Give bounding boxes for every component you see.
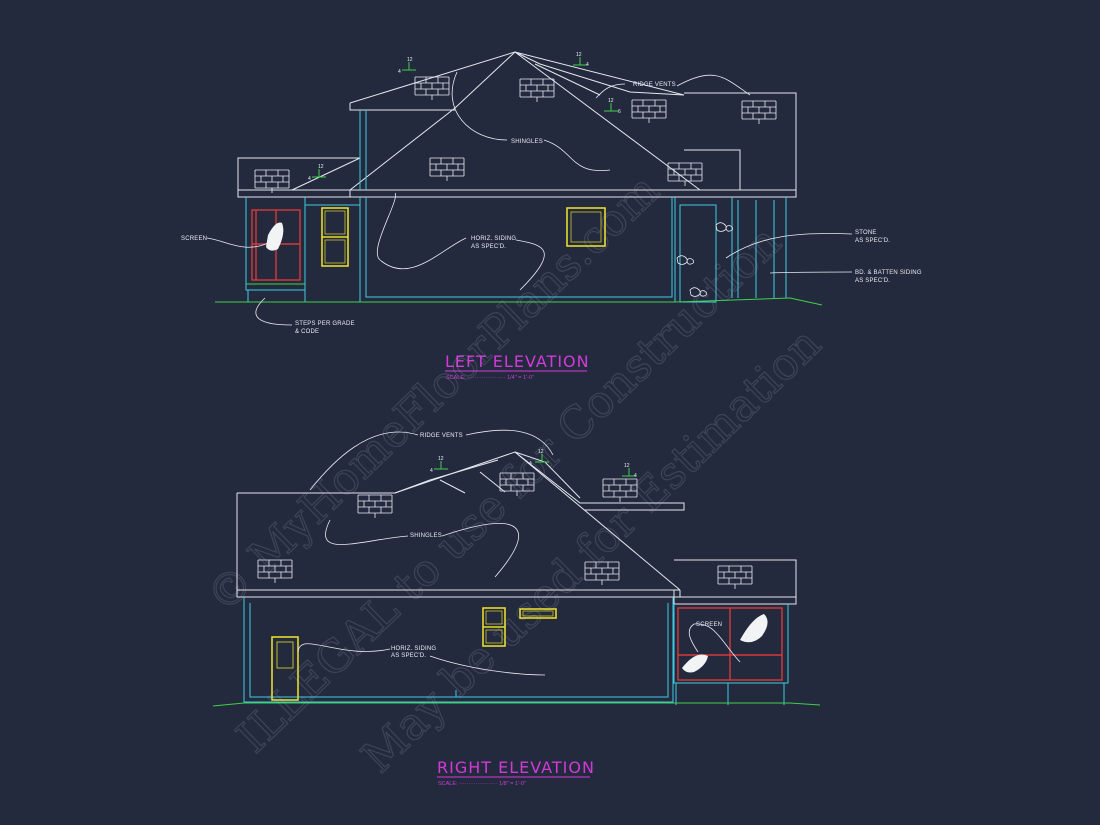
svg-text:12: 12: [407, 57, 413, 63]
right-elevation: 12 4 12 4 12 4 RIDGE VENTS SHINGLES SCRE…: [212, 429, 821, 787]
right-grade-line: [212, 702, 821, 707]
left-roof-lines: [237, 51, 797, 198]
svg-text:12: 12: [624, 463, 630, 469]
right-elevation-scale: SCALE: ····················· 1/8" = 1'-0…: [438, 781, 526, 787]
right-screen-porch: [677, 607, 783, 681]
left-window-2: [566, 207, 606, 247]
svg-text:12: 12: [538, 449, 544, 455]
svg-text:12: 12: [576, 52, 582, 58]
svg-text:4: 4: [308, 176, 311, 182]
svg-text:6: 6: [618, 109, 621, 115]
left-elevation: 12 4 12 4 12 6 12 4 RIDGE VENTS SH: [181, 51, 922, 381]
right-shingle-brick-1: [357, 494, 393, 519]
right-roof-lines: [236, 451, 797, 605]
right-walls: [243, 597, 789, 705]
right-note-ridge-vents: RIDGE VENTS: [420, 433, 463, 439]
left-shingle-brick-3: [631, 99, 667, 124]
left-note-stone-2: AS SPEC'D.: [855, 238, 890, 244]
left-shingle-brick-4: [741, 100, 777, 125]
left-window-1: [321, 207, 349, 267]
right-note-screen: SCREEN: [696, 622, 722, 628]
right-window-2: [519, 608, 557, 619]
left-note-steps-2: & CODE: [295, 329, 319, 335]
left-leader-lines: [206, 71, 853, 326]
left-note-screen: SCREEN: [181, 236, 207, 242]
svg-text:12: 12: [438, 456, 444, 462]
right-leader-lines: [297, 429, 741, 676]
svg-text:4: 4: [529, 461, 532, 467]
svg-text:12: 12: [318, 164, 324, 170]
left-grade-line: [215, 297, 823, 306]
left-note-steps-1: STEPS PER GRADE: [295, 321, 355, 327]
svg-text:4: 4: [586, 62, 589, 68]
left-shingle-brick-5: [429, 157, 465, 182]
right-window-1: [482, 607, 506, 647]
left-elevation-scale: SCALE: ····················· 1/4" = 1'-0…: [446, 375, 534, 381]
left-note-batten-1: BD. & BATTEN SIDING: [855, 270, 922, 276]
left-shingle-brick-1: [414, 76, 450, 101]
svg-text:4: 4: [634, 473, 637, 479]
right-shingle-brick-6: [717, 565, 753, 590]
right-door: [271, 636, 299, 701]
right-pitch-marks: 12 4 12 4 12 4: [430, 449, 637, 479]
left-shingle-brick-2: [519, 78, 555, 103]
left-note-shingles: SHINGLES: [511, 139, 543, 145]
left-note-stone-1: STONE: [855, 230, 877, 236]
left-shingle-brick-6: [667, 162, 703, 187]
left-pitch-marks: 12 4 12 4 12 6 12 4: [308, 52, 621, 182]
left-note-batten-2: AS SPEC'D.: [855, 278, 890, 284]
left-elevation-title: LEFT ELEVATION: [445, 352, 590, 371]
left-note-siding-2: AS SPEC'D.: [471, 244, 506, 250]
right-note-siding-2: AS SPEC'D.: [391, 653, 426, 659]
svg-text:4: 4: [398, 69, 401, 75]
watermark: © MyHomeFloorPlans.com ILLEGAL to use fo…: [197, 164, 832, 783]
left-note-ridge-vents: RIDGE VENTS: [633, 82, 676, 88]
left-screen-porch: [251, 209, 301, 281]
svg-text:4: 4: [430, 468, 433, 474]
right-note-siding-1: HORIZ. SIDING: [391, 646, 436, 652]
left-note-siding-1: HORIZ. SIDING: [471, 236, 516, 242]
svg-text:12: 12: [608, 98, 614, 104]
right-elevation-title: RIGHT ELEVATION: [437, 758, 595, 777]
right-note-shingles: SHINGLES: [410, 533, 442, 539]
